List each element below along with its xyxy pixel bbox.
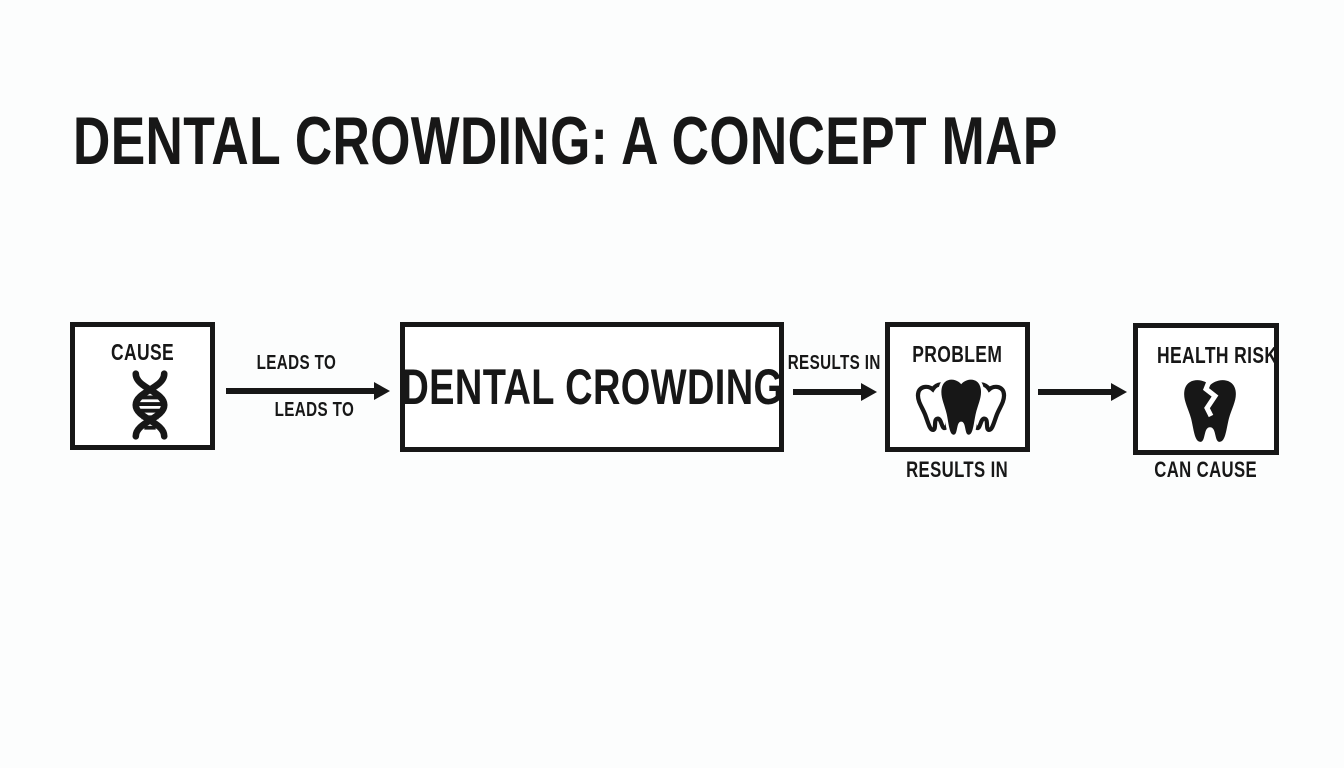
node-dental-crowding-label: DENTAL CROWDING	[400, 359, 784, 415]
edge-leads-to-label-below: LEADS TO	[274, 399, 354, 421]
page-title-text: DENTAL CROWDING: A CONCEPT MAP	[73, 103, 1058, 179]
cracked-tooth-icon	[1184, 376, 1236, 442]
node-problem: PROBLEM	[885, 322, 1030, 452]
node-dental-crowding: DENTAL CROWDING	[400, 322, 784, 452]
node-cause: CAUSE	[70, 322, 215, 450]
arrow-shaft	[1038, 389, 1114, 395]
arrow-cause-to-crowding	[226, 382, 390, 400]
dna-icon	[132, 370, 168, 440]
edge-leads-to-label-above: LEADS TO	[256, 352, 336, 374]
arrow-head	[1111, 383, 1127, 401]
arrow-head	[861, 383, 877, 401]
node-problem-label: PROBLEM	[912, 341, 1003, 367]
arrow-shaft	[793, 389, 864, 395]
crowded-teeth-icon	[915, 376, 1007, 438]
node-health-risk: HEALTH RISK	[1133, 323, 1279, 455]
page-title: DENTAL CROWDING: A CONCEPT MAP	[73, 107, 1344, 175]
arrow-problem-to-health-risk	[1038, 383, 1127, 401]
node-problem-caption: RESULTS IN	[906, 457, 1008, 482]
edge-results-in-label-above: RESULTS IN	[787, 352, 881, 374]
node-cause-label: CAUSE	[110, 339, 175, 365]
node-health-risk-caption: CAN CAUSE	[1154, 457, 1258, 482]
arrow-crowding-to-problem	[793, 383, 877, 401]
arrow-shaft	[226, 388, 377, 394]
arrow-head	[374, 382, 390, 400]
node-health-risk-label: HEALTH RISK	[1157, 342, 1278, 368]
